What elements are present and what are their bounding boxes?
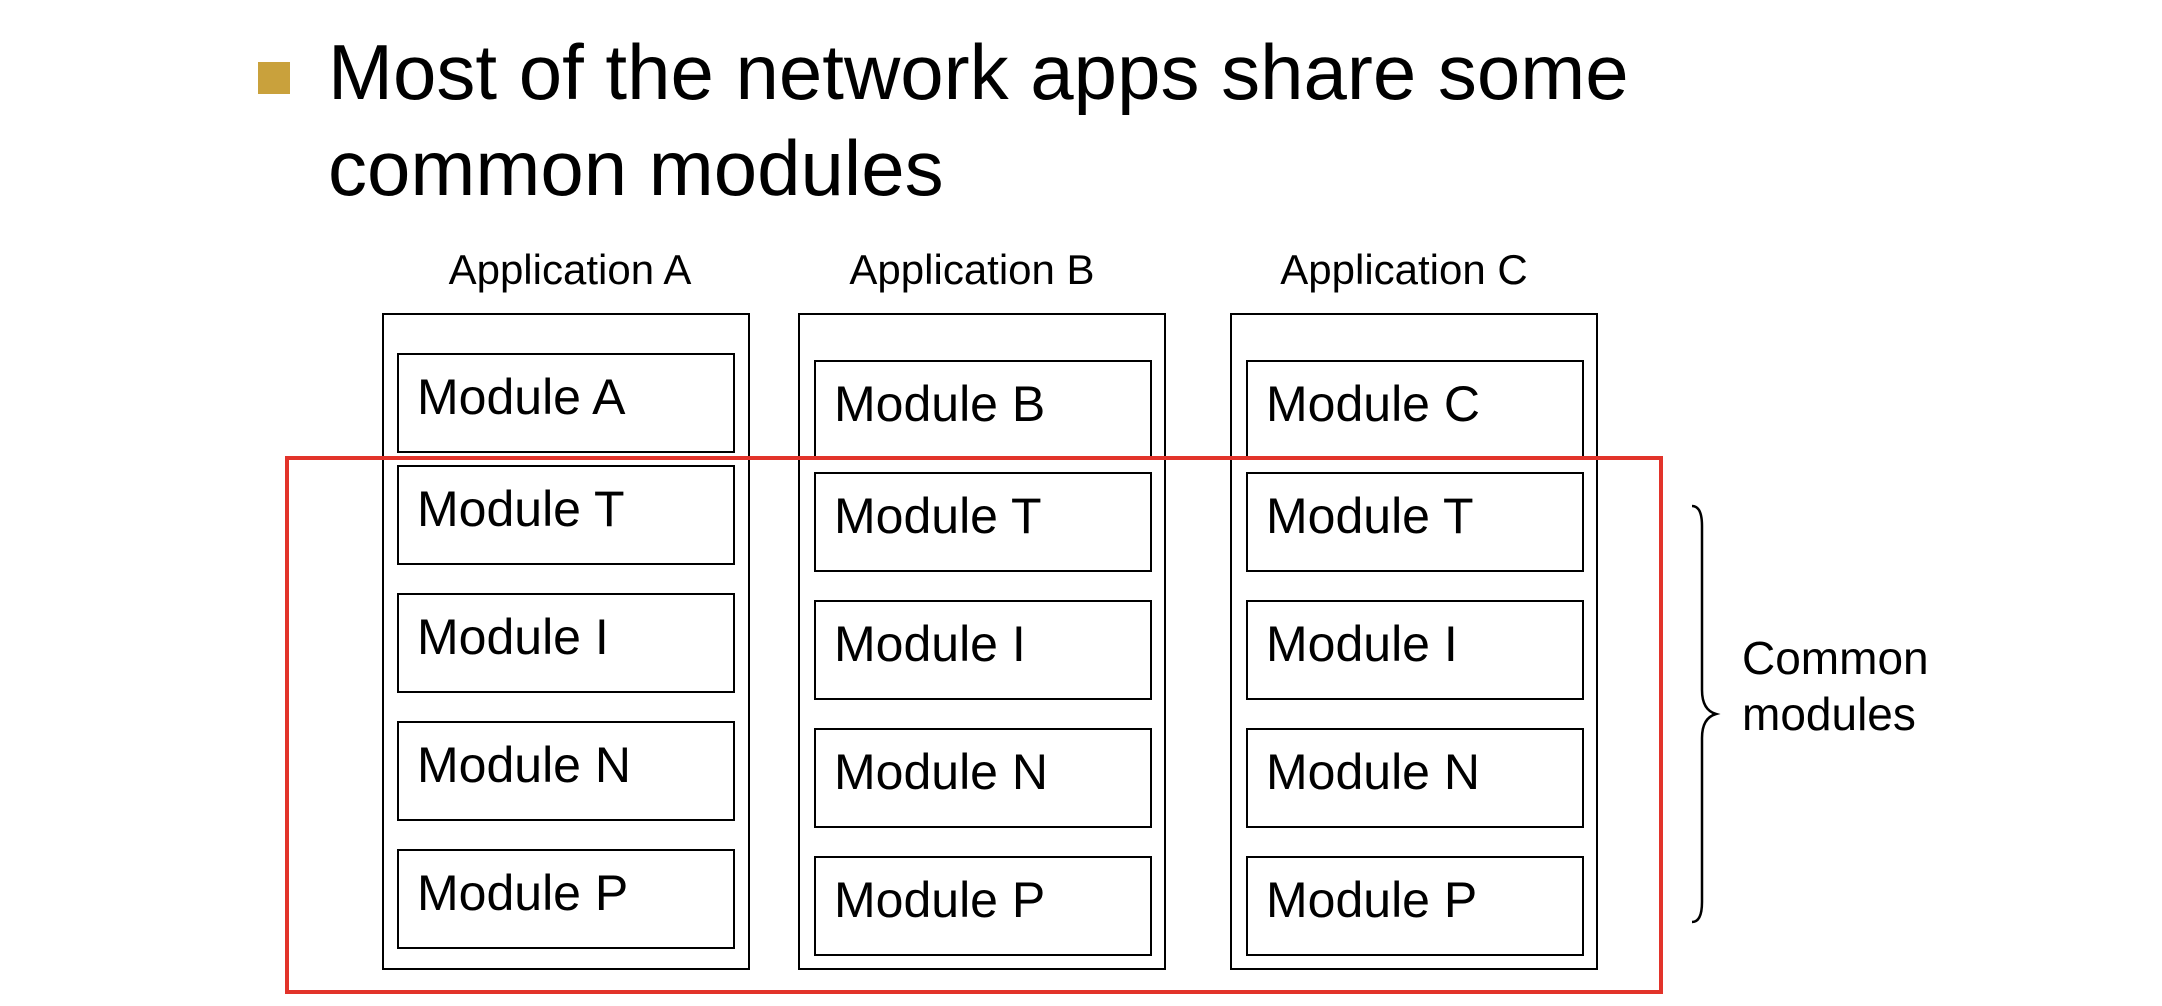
curly-brace-icon — [1691, 504, 1721, 924]
module-label: Module T — [417, 481, 625, 537]
application-a-title: Application A — [448, 246, 692, 293]
module-label: Module P — [417, 865, 629, 921]
application-a-box: Module A Module T Module I Module N Modu… — [382, 313, 750, 970]
bullet-square — [258, 62, 290, 94]
module-label: Module N — [1266, 744, 1480, 800]
module-label: Module N — [834, 744, 1048, 800]
module-box: Module P — [1246, 856, 1584, 956]
module-box: Module P — [814, 856, 1152, 956]
module-label: Module P — [1266, 872, 1478, 928]
module-box: Module C — [1246, 360, 1584, 460]
module-label: Module N — [417, 737, 631, 793]
module-label: Module C — [1266, 376, 1480, 432]
module-box: Module N — [1246, 728, 1584, 828]
heading-line-1: Most of the network apps share some — [328, 28, 1629, 116]
module-box: Module T — [814, 472, 1152, 572]
module-box: Module I — [1246, 600, 1584, 700]
application-c-title: Application C — [1280, 246, 1528, 293]
common-label-line-2: modules — [1742, 688, 1916, 740]
module-label: Module B — [834, 376, 1046, 432]
module-label: Module T — [1266, 488, 1474, 544]
module-box: Module A — [397, 353, 735, 453]
slide-heading: Most of the network apps share some comm… — [328, 24, 1828, 216]
module-label: Module I — [417, 609, 609, 665]
heading-line-2: common modules — [328, 124, 944, 212]
module-box: Module N — [814, 728, 1152, 828]
module-box: Module I — [397, 593, 735, 693]
application-c-box: Module C Module T Module I Module N Modu… — [1230, 313, 1598, 970]
module-box: Module T — [397, 465, 735, 565]
module-box: Module N — [397, 721, 735, 821]
module-label: Module T — [834, 488, 1042, 544]
module-label: Module A — [417, 369, 626, 425]
module-box: Module I — [814, 600, 1152, 700]
module-label: Module I — [1266, 616, 1458, 672]
module-label: Module P — [834, 872, 1046, 928]
common-label-line-1: Common — [1742, 632, 1929, 684]
module-box: Module P — [397, 849, 735, 949]
common-modules-label: Common modules — [1742, 630, 1929, 742]
application-b-box: Module B Module T Module I Module N Modu… — [798, 313, 1166, 970]
module-box: Module B — [814, 360, 1152, 460]
module-label: Module I — [834, 616, 1026, 672]
module-box: Module T — [1246, 472, 1584, 572]
application-b-title: Application B — [849, 246, 1095, 293]
